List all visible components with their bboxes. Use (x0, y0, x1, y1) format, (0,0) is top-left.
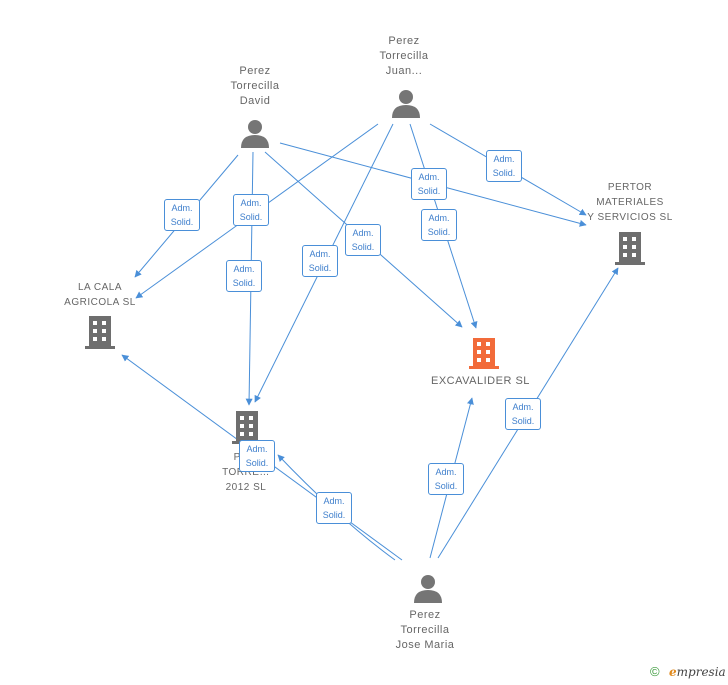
relation-badge-jose-lacala[interactable]: Adm. Solid. (316, 492, 352, 524)
badge-line2: Solid. (245, 458, 269, 468)
badge-line2: Solid. (427, 227, 451, 237)
company-lacala-line1: LA CALA (77, 282, 123, 293)
brand-rest: mpresia (676, 665, 726, 679)
person-label-jose[interactable]: Perez Torrecilla Jose Maria (375, 608, 475, 653)
relation-badge-juan-excavalider[interactable]: Adm. Solid. (421, 209, 457, 241)
person-icon-juan (392, 90, 420, 118)
badge-line2: Solid. (434, 481, 458, 491)
badge-line1: Adm. (435, 467, 457, 477)
badge-line2: Solid. (492, 168, 516, 178)
company-label-excavalider[interactable]: EXCAVALIDER SL (431, 375, 530, 387)
person-juan-line3: Juan... (385, 65, 423, 77)
badge-line2: Solid. (239, 212, 263, 222)
relation-badge-jose-excavalider[interactable]: Adm. Solid. (428, 463, 464, 495)
person-jose-line3: Jose Maria (395, 639, 455, 651)
person-icon-david (241, 120, 269, 148)
person-david-line1: Perez (239, 65, 271, 77)
company-lacala-line2: AGRICOLA SL (64, 297, 136, 308)
relation-badge-david-perez2012[interactable]: Adm. Solid. (226, 260, 262, 292)
badge-line1: Adm. (428, 213, 450, 223)
person-david-line3: David (239, 95, 271, 107)
badge-line2: Solid. (511, 416, 535, 426)
badge-line1: Adm. (246, 444, 268, 454)
badge-line1: Adm. (171, 203, 193, 213)
company-pertor-line3: Y SERVICIOS SL (587, 212, 673, 223)
company-pertor-line2: MATERIALES (596, 197, 664, 208)
company-perez2012-line3: 2012 SL (225, 482, 267, 493)
person-label-juan[interactable]: Perez Torrecilla Juan... (354, 34, 454, 79)
relation-badge-david-pertor[interactable]: Adm. Solid. (411, 168, 447, 200)
person-jose-line1: Perez (409, 609, 441, 621)
badge-line2: Solid. (322, 510, 346, 520)
building-icon-lacala (85, 316, 115, 349)
person-icon-jose (414, 575, 442, 603)
person-juan-line1: Perez (388, 35, 420, 47)
badge-line1: Adm. (240, 198, 262, 208)
company-label-lacala[interactable]: LA CALA AGRICOLA SL (50, 280, 150, 310)
person-david-line2: Torrecilla (230, 80, 280, 92)
badge-line1: Adm. (352, 228, 374, 238)
badge-line2: Solid. (170, 217, 194, 227)
relation-badge-juan-perez2012[interactable]: Adm. Solid. (302, 245, 338, 277)
relation-badge-juan-pertor[interactable]: Adm. Solid. (486, 150, 522, 182)
badge-line1: Adm. (309, 249, 331, 259)
company-pertor-line1: PERTOR (607, 182, 653, 193)
badge-line1: Adm. (233, 264, 255, 274)
person-label-david[interactable]: Perez Torrecilla David (205, 64, 305, 109)
badge-line1: Adm. (493, 154, 515, 164)
badge-line2: Solid. (417, 186, 441, 196)
brand-initial: e (669, 665, 677, 679)
building-icon-excavalider (469, 338, 499, 369)
copyright-icon: © (650, 664, 660, 679)
badge-line1: Adm. (323, 496, 345, 506)
empresia-logo[interactable]: empresia (669, 665, 726, 679)
company-label-pertor[interactable]: PERTOR MATERIALES Y SERVICIOS SL (570, 180, 690, 225)
company-perez2012-line2: TORRE… (222, 467, 270, 478)
relation-badge-david-lacala[interactable]: Adm. Solid. (164, 199, 200, 231)
building-icon-pertor (615, 232, 645, 265)
badge-line2: Solid. (232, 278, 256, 288)
person-juan-line2: Torrecilla (379, 50, 429, 62)
badge-line1: Adm. (512, 402, 534, 412)
relation-badge-jose-perez2012[interactable]: Adm. Solid. (239, 440, 275, 472)
badge-line1: Adm. (418, 172, 440, 182)
relation-badge-juan-lacala[interactable]: Adm. Solid. (233, 194, 269, 226)
relation-badge-david-excavalider[interactable]: Adm. Solid. (345, 224, 381, 256)
badge-line2: Solid. (351, 242, 375, 252)
badge-line2: Solid. (308, 263, 332, 273)
relation-badge-jose-pertor[interactable]: Adm. Solid. (505, 398, 541, 430)
person-jose-line2: Torrecilla (400, 624, 450, 636)
